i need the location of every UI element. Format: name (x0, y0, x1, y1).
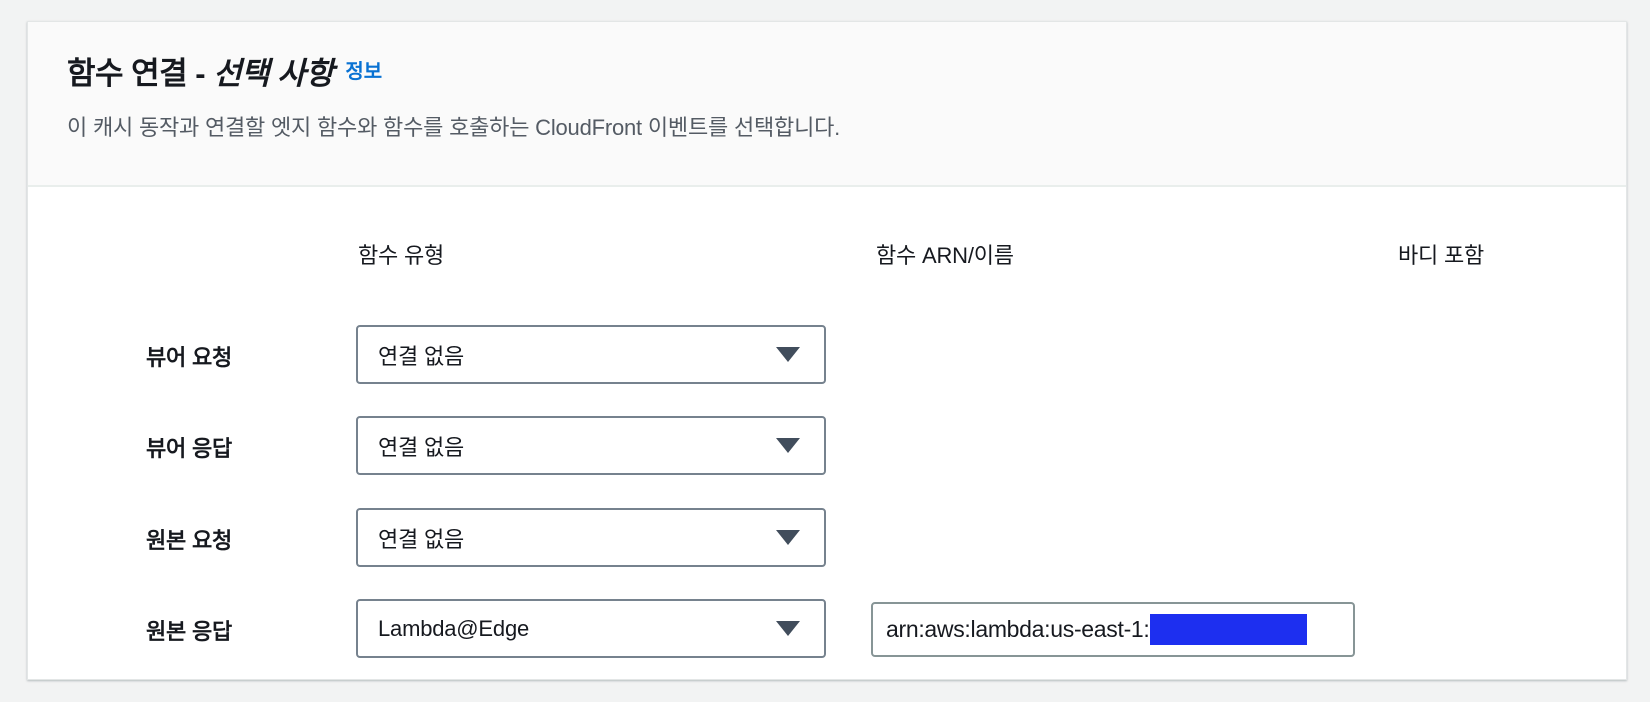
panel-header: 함수 연결 -선택 사항 정보 이 캐시 동작과 연결할 엣지 함수와 함수를 호… (28, 22, 1626, 187)
origin-response-function-type-select[interactable]: Lambda@Edge (356, 599, 826, 658)
select-value: 연결 없음 (378, 434, 465, 460)
caret-down-icon (776, 438, 800, 453)
redaction-highlight (1149, 614, 1307, 645)
info-link[interactable]: 정보 (345, 61, 383, 83)
panel-title: 함수 연결 -선택 사항 (67, 56, 334, 91)
viewer-request-function-type-select[interactable]: 연결 없음 (356, 325, 826, 384)
select-value: 연결 없음 (378, 526, 465, 552)
panel-title-optional: 선택 사항 (213, 56, 334, 91)
column-header-function-type: 함수 유형 (358, 243, 445, 268)
column-header-include-body: 바디 포함 (1398, 243, 1485, 268)
select-value: Lambda@Edge (378, 615, 530, 641)
panel-description: 이 캐시 동작과 연결할 엣지 함수와 함수를 호출하는 CloudFront … (67, 115, 841, 140)
caret-down-icon (776, 621, 800, 636)
select-value: 연결 없음 (378, 343, 465, 369)
arn-value: arn:aws:lambda:us-east-1: (886, 616, 1150, 642)
caret-down-icon (776, 530, 800, 545)
row-label-origin-request: 원본 요청 (146, 528, 233, 553)
origin-response-arn-input[interactable]: arn:aws:lambda:us-east-1: (871, 602, 1355, 657)
origin-request-function-type-select[interactable]: 연결 없음 (356, 508, 826, 567)
viewer-response-function-type-select[interactable]: 연결 없음 (356, 416, 826, 475)
column-header-function-arn: 함수 ARN/이름 (876, 243, 1014, 268)
panel-title-main: 함수 연결 - (67, 56, 206, 91)
caret-down-icon (776, 347, 800, 362)
row-label-viewer-request: 뷰어 요청 (146, 345, 233, 370)
row-label-viewer-response: 뷰어 응답 (146, 436, 233, 461)
function-associations-panel: 함수 연결 -선택 사항 정보 이 캐시 동작과 연결할 엣지 함수와 함수를 호… (27, 21, 1627, 680)
panel-title-row: 함수 연결 -선택 사항 정보 (67, 48, 382, 93)
row-label-origin-response: 원본 응답 (146, 619, 233, 644)
